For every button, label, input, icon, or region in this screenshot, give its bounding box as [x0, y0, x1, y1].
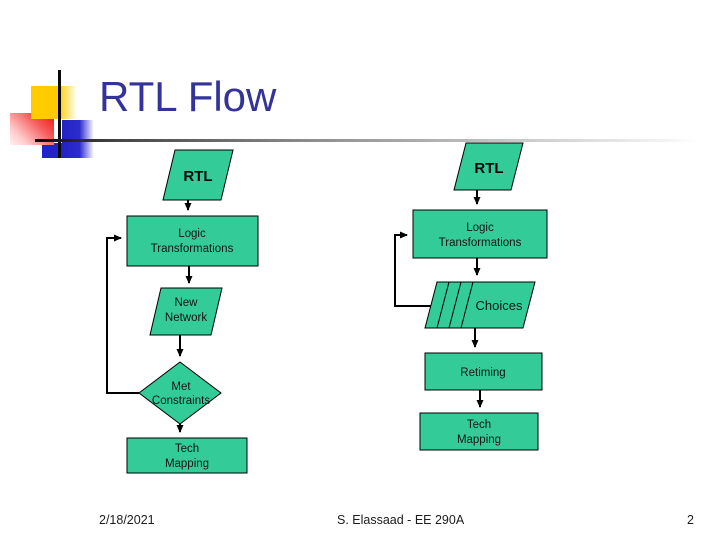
left-tech-label-line2: Mapping: [165, 458, 209, 470]
title-divider-rule: [35, 139, 700, 142]
right-rtl-label: RTL: [474, 160, 503, 177]
right-logic-label-line1: Logic: [466, 222, 494, 234]
left-logic-transformations-box: [126, 215, 259, 267]
right-retiming-box: [424, 352, 543, 391]
slide-title: RTL Flow: [99, 73, 277, 120]
right-logic-transformations-box: [412, 209, 548, 259]
choices-inner-line-2: [448, 281, 462, 329]
left-network-label-line1: New: [174, 297, 198, 309]
right-logic-label-line2: Transformations: [439, 237, 522, 249]
right-tech-label-line2: Mapping: [457, 434, 501, 446]
footer-credit: S. Elassaad - EE 290A: [337, 513, 465, 527]
footer-date: 2/18/2021: [99, 513, 155, 527]
footer-page-number: 2: [687, 513, 694, 527]
left-rtl-parallelogram: [162, 149, 234, 201]
decor-yellow-square: [31, 86, 77, 119]
left-constraints-label-line2: Constraints: [152, 395, 210, 407]
left-constraints-label-line1: Met: [171, 381, 191, 393]
left-met-constraints-diamond: [138, 361, 222, 425]
choices-inner-line-3: [460, 281, 474, 329]
retiming-label: Retiming: [460, 367, 505, 379]
choices-label: Choices: [476, 298, 523, 313]
left-tech-mapping-box: [126, 437, 248, 474]
left-feedback-connector: [106, 234, 139, 394]
left-logic-label-line2: Transformations: [151, 243, 234, 255]
right-tech-mapping-box: [419, 412, 539, 451]
left-tech-label-line1: Tech: [175, 443, 199, 455]
decor-blue-square-small: [42, 143, 68, 158]
left-flow: RTL Logic Transformations New Network Me…: [106, 149, 259, 474]
left-logic-label-line1: Logic: [178, 228, 206, 240]
left-new-network-parallelogram: [149, 287, 223, 336]
right-flow: RTL Logic Transformations Choices Retimi…: [394, 142, 548, 451]
right-rtl-parallelogram: [453, 142, 524, 191]
left-network-label-line2: Network: [165, 312, 207, 324]
right-feedback-connector: [394, 231, 447, 307]
right-tech-label-line1: Tech: [467, 419, 491, 431]
decor-vertical-line: [58, 70, 61, 158]
left-rtl-label: RTL: [183, 168, 212, 185]
choices-inner-line-1: [436, 281, 450, 329]
